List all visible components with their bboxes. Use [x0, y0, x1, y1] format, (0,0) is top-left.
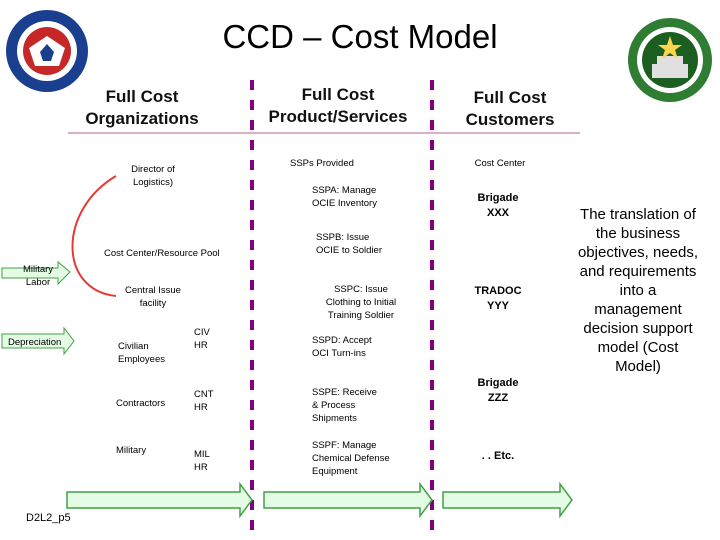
- cnt-hr-label: CNT HR: [194, 389, 214, 413]
- civ-hr-label: CIV HR: [194, 327, 210, 351]
- cost-center-header: Cost Center: [474, 158, 526, 169]
- flow-arrow-1: [66, 481, 253, 519]
- flow-arrow-3: [442, 481, 573, 519]
- civilian-employees-node: Civilian Employees: [118, 341, 165, 365]
- flow-arrow-2: [263, 481, 433, 519]
- depreciation-arrow: [1, 326, 75, 356]
- mil-hr-label: MIL HR: [194, 449, 210, 473]
- customer-item: TRADOC YYY: [474, 285, 522, 312]
- military-labor-node: Military Labor: [22, 264, 54, 288]
- military-labor-arrow: [1, 260, 71, 286]
- customer-item: Brigade XXX: [477, 192, 519, 219]
- side-description: The translation of the business objectiv…: [577, 206, 699, 375]
- contractors-node: Contractors: [116, 398, 166, 409]
- emblem-left-icon: [6, 10, 88, 92]
- ssp-item: SSPF: Manage Chemical Defense Equipment: [312, 440, 390, 477]
- director-node: Director of Logistics): [131, 164, 175, 188]
- ssp-item: SSPC: Issue Clothing to Initial Training…: [325, 284, 397, 321]
- column-header-products: Full Cost Product/Services: [268, 85, 408, 126]
- ssp-item: SSPE: Receive & Process Shipments: [312, 387, 377, 424]
- column-header-organizations: Full Cost Organizations: [85, 87, 199, 128]
- allocation-curve: [71, 175, 117, 297]
- ssp-item: SSPB: Issue OCIE to Soldier: [316, 232, 382, 256]
- depreciation-node: Depreciation: [8, 337, 62, 348]
- emblem-right-icon: [628, 18, 712, 102]
- central-issue-node: Central Issue facility: [125, 285, 181, 309]
- cost-center-pool-label: Cost Center/Resource Pool: [104, 248, 220, 259]
- ssps-provided-header: SSPs Provided: [290, 158, 354, 169]
- column-header-customers: Full Cost Customers: [465, 88, 555, 129]
- customer-item: Brigade ZZZ: [477, 377, 519, 404]
- military-node: Military: [116, 445, 147, 456]
- etc-label: . . Etc.: [481, 450, 515, 462]
- footer-code: D2L2_p5: [26, 512, 71, 524]
- ssp-item: SSPA: Manage OCIE Inventory: [312, 185, 377, 209]
- page-title: CCD – Cost Model: [222, 18, 498, 55]
- ssp-item: SSPD: Accept OCI Turn-ins: [312, 335, 372, 359]
